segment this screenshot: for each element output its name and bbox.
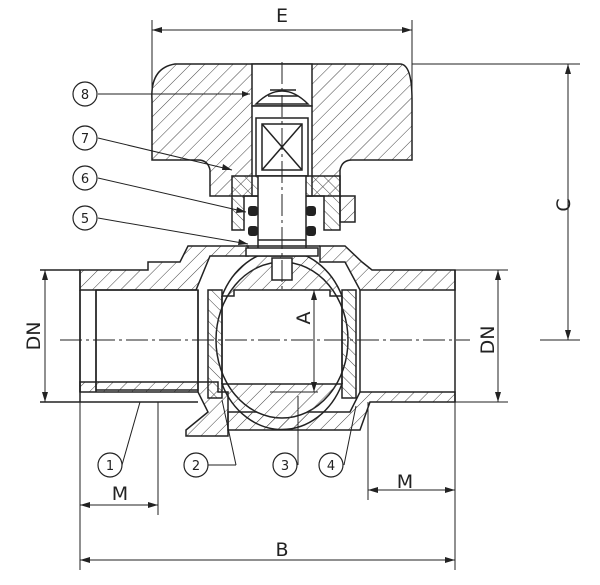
dim-label-e: E: [276, 5, 288, 27]
dim-label-b: B: [275, 539, 288, 561]
centerlines: [60, 62, 470, 341]
dim-label-dn-left: DN: [23, 322, 45, 351]
callout-label-2: 2: [192, 459, 200, 474]
callout-bubbles: 1 2 3 4 5 6 7 8: [72, 81, 344, 478]
callout-label-6: 6: [81, 172, 89, 187]
callout-circle-2: [183, 452, 209, 478]
dim-label-c: C: [553, 198, 575, 211]
callout-circle-5: [72, 205, 98, 231]
dim-label-a: A: [293, 312, 315, 325]
dim-label-m-right: M: [397, 471, 413, 493]
callout-circle-6: [72, 165, 98, 191]
callout-label-8: 8: [81, 88, 89, 103]
callout-circle-8: [72, 81, 98, 107]
callout-circle-1: [97, 452, 123, 478]
seats: [207, 289, 357, 399]
dim-label-m-left: M: [112, 483, 128, 505]
callout-circle-3: [272, 452, 298, 478]
callout-label-4: 4: [327, 459, 335, 474]
arrowheads: [42, 27, 571, 563]
callout-label-3: 3: [281, 459, 289, 474]
callout-label-7: 7: [81, 132, 89, 147]
dim-label-dn-right: DN: [477, 326, 499, 355]
o-rings: [248, 206, 316, 236]
callout-circle-7: [72, 125, 98, 151]
callout-circle-4: [318, 452, 344, 478]
dimension-lines: [44, 20, 580, 570]
callout-label-1: 1: [106, 459, 114, 474]
callout-label-5: 5: [81, 212, 89, 227]
